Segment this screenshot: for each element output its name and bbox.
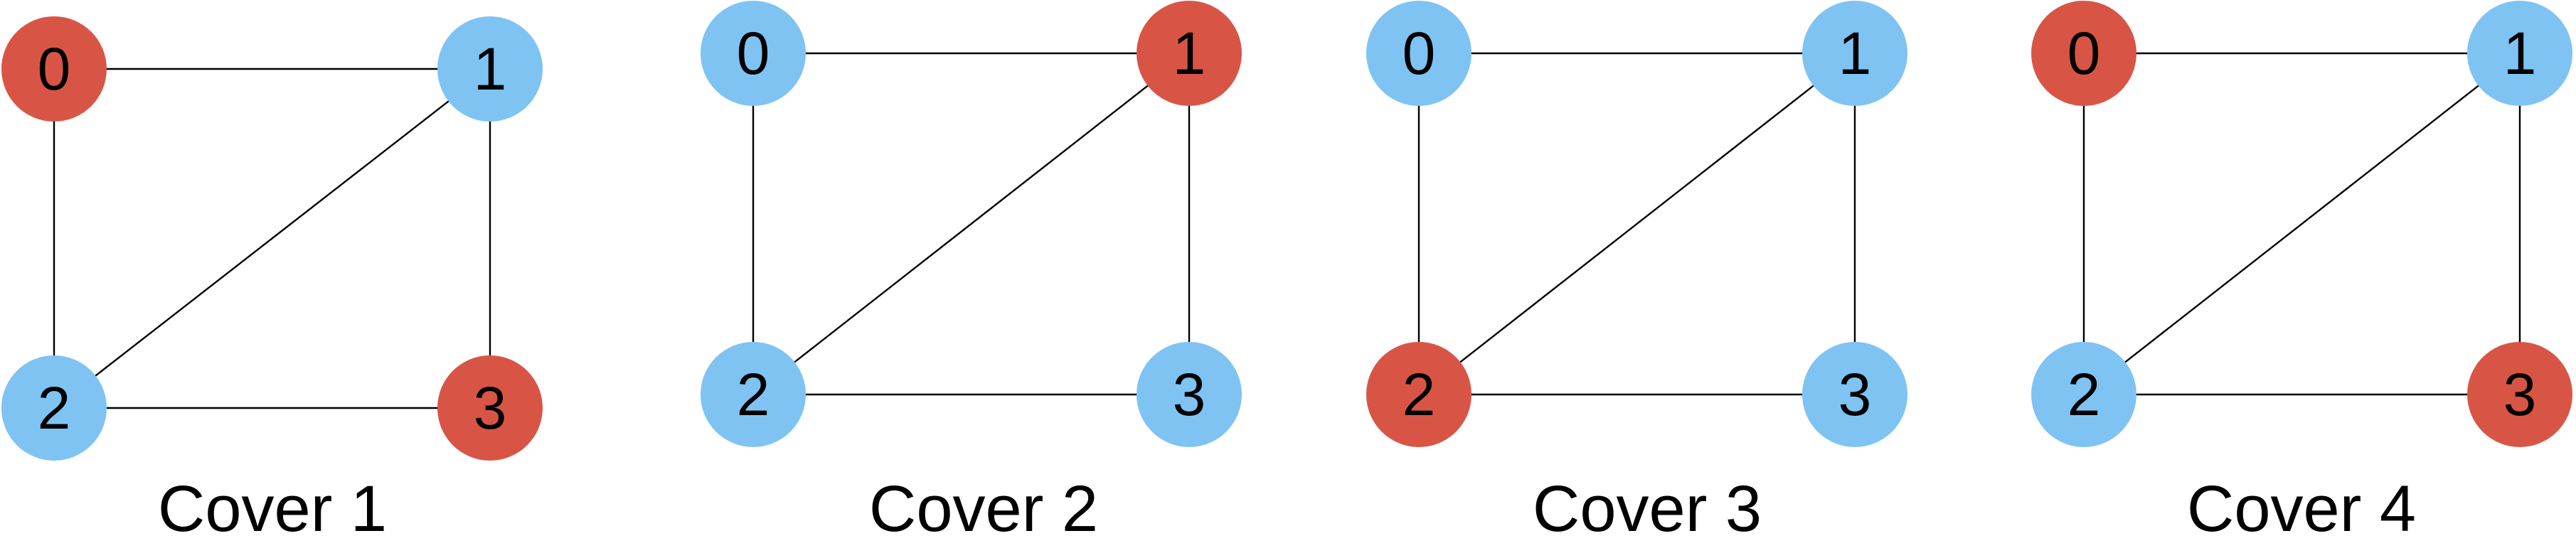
cover-caption: Cover 1 <box>158 473 387 545</box>
cover-caption: Cover 4 <box>2187 473 2416 545</box>
cover-panel-1: 0 1 2 3 Cover 1 <box>1 16 543 545</box>
node-1: 1 <box>437 16 543 122</box>
edge-1-2 <box>752 53 1190 395</box>
node-2: 2 <box>701 342 806 447</box>
edge-1-2 <box>53 68 491 409</box>
edge-1-2 <box>1418 53 1856 395</box>
cover-panel-4: 0 1 2 3 Cover 4 <box>2031 1 2572 545</box>
node-1: 1 <box>1802 1 1907 106</box>
svg-text:2: 2 <box>2067 361 2101 428</box>
node-0: 0 <box>1366 1 1471 106</box>
svg-text:1: 1 <box>2503 20 2537 87</box>
svg-text:0: 0 <box>2067 20 2101 87</box>
node-1: 1 <box>1137 1 1242 106</box>
svg-text:0: 0 <box>1403 20 1436 87</box>
node-2: 2 <box>1 355 107 461</box>
svg-text:2: 2 <box>1403 361 1436 428</box>
svg-text:1: 1 <box>1173 20 1206 87</box>
node-0: 0 <box>2031 1 2136 106</box>
svg-text:0: 0 <box>737 20 770 87</box>
node-0: 0 <box>701 1 806 106</box>
edge-1-2 <box>2083 53 2521 395</box>
node-2: 2 <box>1366 342 1471 447</box>
svg-text:1: 1 <box>1838 20 1872 87</box>
svg-text:3: 3 <box>1173 361 1206 428</box>
svg-text:3: 3 <box>2503 361 2537 428</box>
svg-text:3: 3 <box>1838 361 1872 428</box>
svg-text:0: 0 <box>38 36 71 102</box>
svg-text:2: 2 <box>38 375 71 441</box>
cover-caption: Cover 2 <box>869 473 1098 545</box>
cover-panel-2: 0 1 2 3 Cover 2 <box>701 1 1242 545</box>
cover-panel-3: 0 1 2 3 Cover 3 <box>1366 1 1907 545</box>
node-2: 2 <box>2031 342 2136 447</box>
node-3: 3 <box>1137 342 1242 447</box>
svg-text:2: 2 <box>737 361 770 428</box>
node-3: 3 <box>1802 342 1907 447</box>
node-1: 1 <box>2467 1 2572 106</box>
node-0: 0 <box>1 16 107 122</box>
cover-caption: Cover 3 <box>1533 473 1762 545</box>
node-3: 3 <box>2467 342 2572 447</box>
node-3: 3 <box>437 355 543 461</box>
svg-text:3: 3 <box>474 375 507 441</box>
svg-text:1: 1 <box>474 36 507 102</box>
